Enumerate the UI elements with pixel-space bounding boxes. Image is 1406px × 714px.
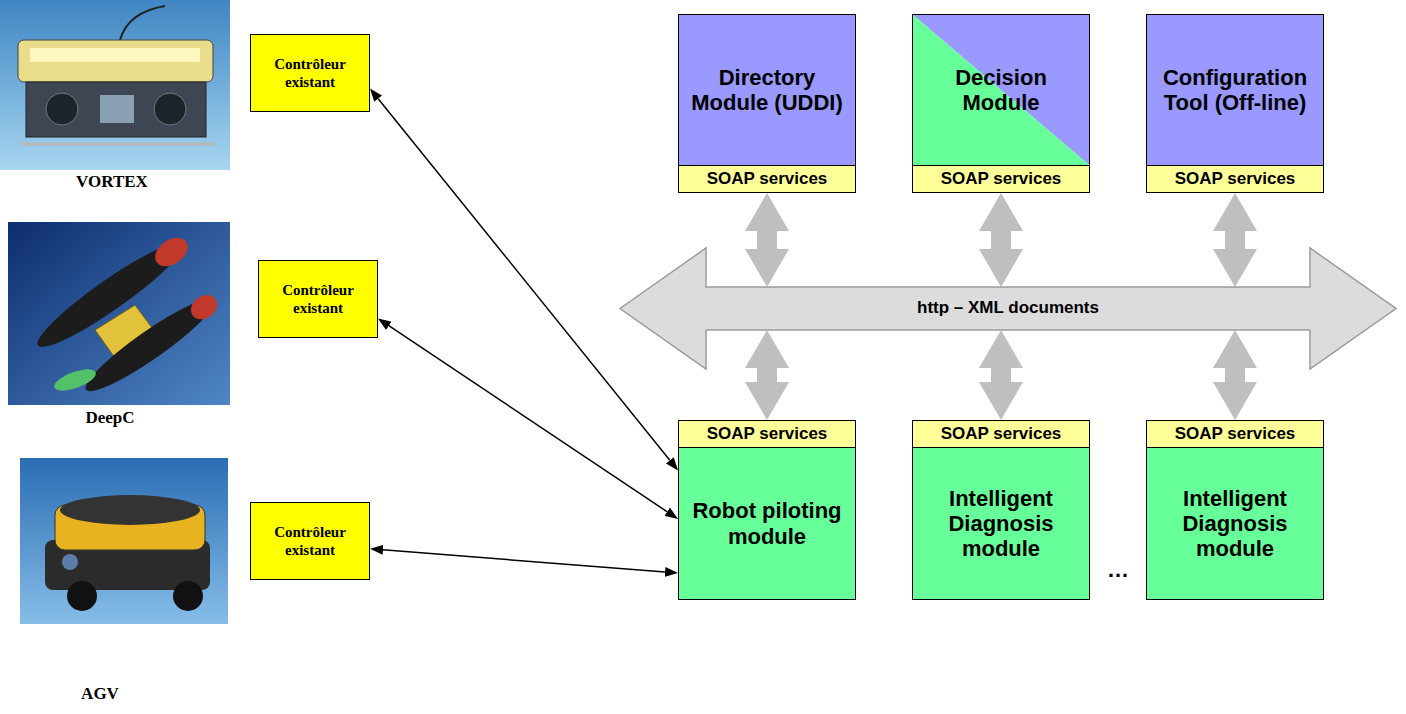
nose bbox=[186, 290, 222, 324]
service-label: SOAP services bbox=[1175, 425, 1296, 444]
robot-name: DeepC bbox=[85, 409, 134, 428]
photo-ground bbox=[0, 0, 230, 170]
service-label: SOAP services bbox=[941, 425, 1062, 444]
photo-ground bbox=[8, 222, 230, 405]
torpedo bbox=[78, 288, 223, 402]
service-module: SOAP servicesIntelligent Diagnosis modul… bbox=[912, 420, 1090, 600]
soap-strip: SOAP services bbox=[913, 165, 1089, 192]
thruster bbox=[154, 93, 186, 125]
service-module: Decision ModuleSOAP services bbox=[912, 14, 1090, 193]
agv-photo bbox=[20, 458, 228, 624]
controller-box: Contrôleur existant bbox=[250, 34, 370, 112]
sensor bbox=[62, 554, 78, 570]
bus-link bbox=[757, 368, 777, 382]
bus-name: http – XML documents bbox=[917, 299, 1099, 318]
service-label: SOAP services bbox=[707, 170, 828, 189]
soap-strip: SOAP services bbox=[679, 421, 855, 448]
bus-link bbox=[991, 368, 1011, 382]
module-name: Intelligent Diagnosis module bbox=[1155, 486, 1315, 562]
bus-link bbox=[991, 231, 1011, 249]
soap-strip: SOAP services bbox=[1147, 421, 1323, 448]
module-name: Robot piloting module bbox=[687, 498, 847, 549]
deepc-photo bbox=[8, 222, 230, 405]
bus-link bbox=[1225, 368, 1245, 382]
tether-cable bbox=[120, 6, 165, 40]
http-bus: http – XML documents bbox=[620, 287, 1396, 330]
controller-name: Contrôleur existant bbox=[265, 281, 371, 317]
wheel bbox=[173, 581, 203, 611]
connectors bbox=[378, 99, 1235, 572]
robot-name: AGV bbox=[81, 685, 119, 704]
controller-name: Contrôleur existant bbox=[257, 523, 363, 559]
text-area: Contrôleur existant bbox=[251, 503, 369, 579]
text-area: Intelligent Diagnosis module bbox=[1147, 448, 1323, 599]
text-area: Configuration Tool (Off-line) bbox=[1147, 15, 1323, 165]
fill-half bbox=[913, 15, 1089, 165]
top-plate bbox=[60, 495, 200, 525]
controller-name: Contrôleur existant bbox=[257, 55, 363, 91]
float-band bbox=[30, 48, 200, 62]
controller-link bbox=[383, 550, 665, 572]
fin bbox=[52, 365, 99, 395]
frame bbox=[26, 82, 206, 137]
hull bbox=[78, 289, 222, 401]
service-module: Configuration Tool (Off-line) SOAP servic… bbox=[1146, 14, 1324, 193]
robot-name: VORTEX bbox=[76, 173, 148, 192]
service-module: Directory Module (UDDI) SOAP services bbox=[678, 14, 856, 193]
module-name: Directory Module (UDDI) bbox=[687, 65, 847, 116]
text-area: http – XML documents bbox=[620, 287, 1396, 330]
soap-strip: SOAP services bbox=[1147, 165, 1323, 192]
text-area: Decision Module bbox=[913, 15, 1089, 165]
skid bbox=[20, 143, 214, 146]
module-name: Decision Module bbox=[921, 65, 1081, 116]
text-area: Contrôleur existant bbox=[259, 261, 377, 337]
ellipsis-mark: … bbox=[1107, 559, 1129, 581]
text-area: Directory Module (UDDI) bbox=[679, 15, 855, 165]
service-module: SOAP servicesIntelligent Diagnosis modul… bbox=[1146, 420, 1324, 600]
service-label: SOAP services bbox=[941, 170, 1062, 189]
service-label: SOAP services bbox=[707, 425, 828, 444]
module-name: Configuration Tool (Off-line) bbox=[1155, 65, 1315, 116]
thruster bbox=[46, 93, 78, 125]
module-name: Intelligent Diagnosis module bbox=[921, 486, 1081, 562]
photo-ground bbox=[20, 458, 228, 624]
float-body bbox=[18, 40, 213, 82]
bus-band bbox=[620, 248, 1396, 369]
nose bbox=[150, 232, 193, 272]
bus-link bbox=[1225, 231, 1245, 249]
bus-link bbox=[757, 231, 777, 249]
service-label: SOAP services bbox=[1175, 170, 1296, 189]
controller-box: Contrôleur existant bbox=[258, 260, 378, 338]
service-module: SOAP servicesRobot piloting module bbox=[678, 420, 856, 600]
vortex-photo bbox=[0, 0, 230, 170]
text-area: Intelligent Diagnosis module bbox=[913, 448, 1089, 599]
text-area: Contrôleur existant bbox=[251, 35, 369, 111]
camera bbox=[100, 95, 134, 123]
wheel bbox=[67, 581, 97, 611]
controller-link bbox=[378, 99, 670, 461]
fill-half bbox=[913, 15, 1089, 165]
controller-box: Contrôleur existant bbox=[250, 502, 370, 580]
soap-strip: SOAP services bbox=[913, 421, 1089, 448]
controller-link bbox=[389, 326, 667, 512]
soap-strip: SOAP services bbox=[679, 165, 855, 192]
text-area: Robot piloting module bbox=[679, 448, 855, 599]
